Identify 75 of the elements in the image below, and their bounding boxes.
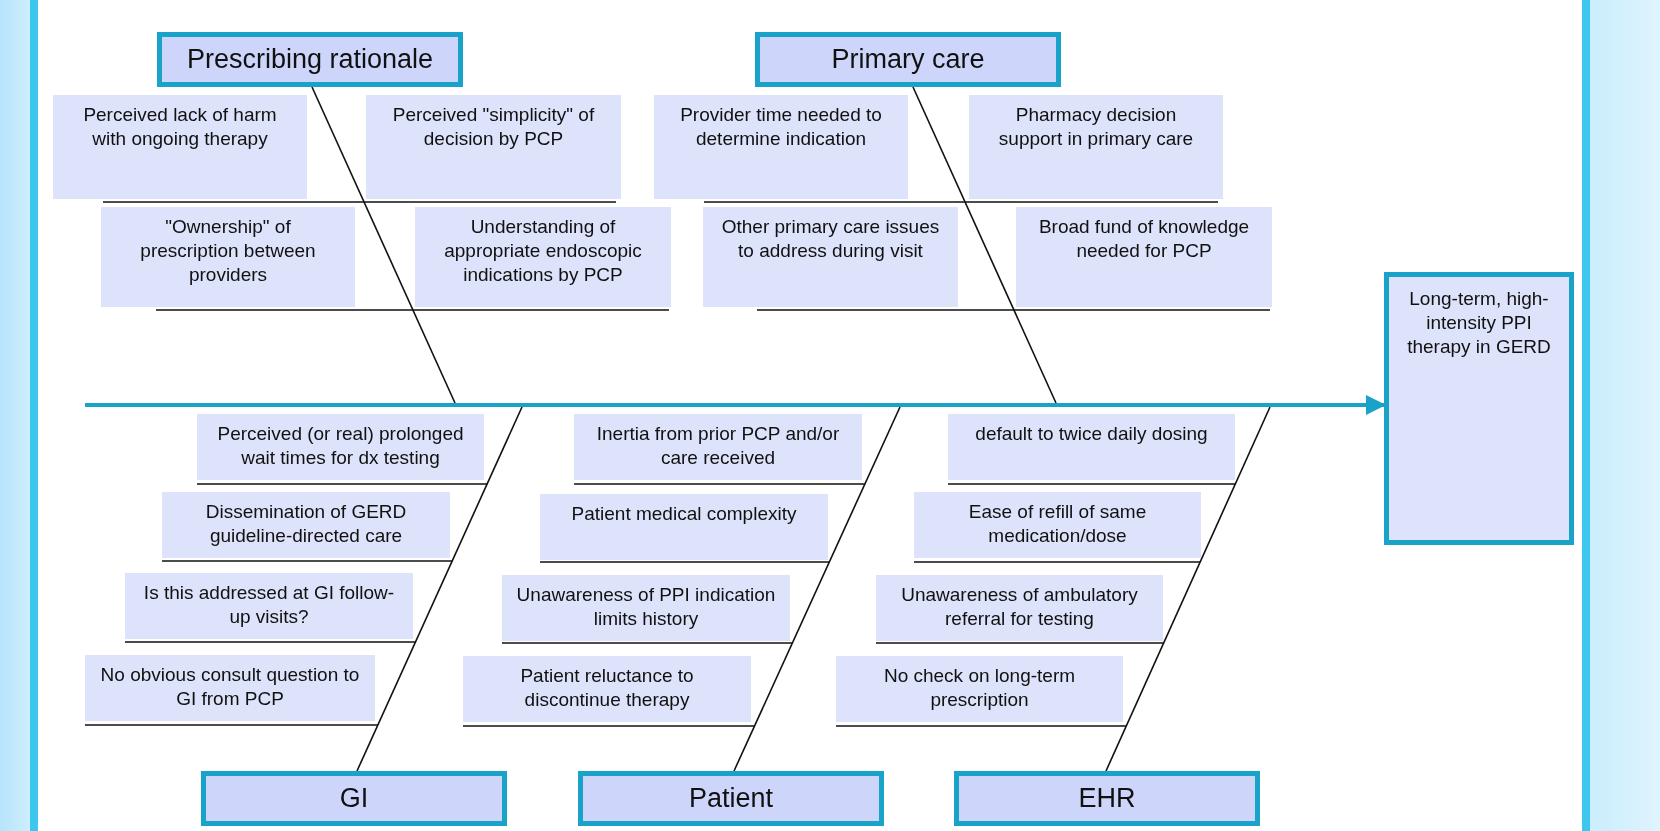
cause-text: Perceived (or real) prolonged wait times for dx testing bbox=[216, 422, 465, 470]
cause-box bbox=[415, 207, 671, 307]
rib-line bbox=[102, 201, 617, 203]
category-box bbox=[201, 771, 507, 826]
bone-line bbox=[311, 86, 456, 404]
category-box bbox=[157, 32, 463, 87]
cause-box bbox=[654, 95, 908, 199]
cause-box bbox=[540, 494, 828, 560]
cause-box bbox=[876, 575, 1163, 641]
cause-text: Perceived "simplicity" of decision by PCP bbox=[391, 103, 596, 151]
spine-bar bbox=[85, 403, 1335, 407]
cause-text: Patient medical complexity bbox=[571, 502, 797, 526]
cause-box bbox=[836, 656, 1123, 722]
cause-text: Dissemination of GERD guideline-directed care bbox=[204, 500, 408, 548]
cause-text: Is this addressed at GI follow-up visits? bbox=[142, 581, 396, 629]
cause-text: Ease of refill of same medication/dose bbox=[967, 500, 1148, 548]
bone-line bbox=[356, 406, 523, 772]
cause-box bbox=[162, 492, 450, 558]
cause-box bbox=[85, 655, 375, 721]
cause-box bbox=[1016, 207, 1272, 307]
rib-line bbox=[573, 483, 866, 485]
cause-box bbox=[703, 207, 958, 307]
category-label: GI bbox=[339, 781, 369, 815]
cause-text: Pharmacy decision support in primary care bbox=[997, 103, 1195, 151]
category-label: EHR bbox=[1078, 781, 1136, 815]
cause-text: No check on long-term prescription bbox=[882, 664, 1077, 712]
rib-line bbox=[835, 725, 1128, 727]
category-box bbox=[755, 32, 1061, 87]
cause-text: Perceived lack of harm with ongoing therapy bbox=[82, 103, 278, 151]
cause-text: Other primary care issues to address during visit bbox=[721, 215, 940, 263]
cause-box bbox=[574, 414, 862, 480]
bone-line bbox=[912, 86, 1057, 404]
effect-text: Long-term, high-intensity PPI therapy in GERD bbox=[1406, 287, 1552, 359]
cause-text: Understanding of appropriate endoscopic indications by PCP bbox=[443, 215, 643, 287]
rib-line bbox=[84, 724, 379, 726]
category-box bbox=[578, 771, 884, 826]
rib-line bbox=[196, 483, 488, 485]
cause-text: default to twice daily dosing bbox=[975, 422, 1208, 446]
rib-line bbox=[539, 561, 831, 563]
arrow bbox=[1335, 395, 1386, 415]
cause-text: Patient reluctance to discontinue therapy bbox=[519, 664, 695, 712]
cause-box bbox=[197, 414, 484, 480]
category-label: Primary care bbox=[831, 42, 985, 76]
cause-box bbox=[502, 575, 790, 641]
rib-line bbox=[875, 642, 1165, 644]
cause-text: Inertia from prior PCP and/or care received bbox=[595, 422, 841, 470]
rib-line bbox=[462, 725, 756, 727]
bone-line bbox=[1105, 406, 1271, 772]
cause-box bbox=[101, 207, 355, 307]
cause-box bbox=[463, 656, 751, 722]
cause-box bbox=[366, 95, 621, 199]
cause-box bbox=[125, 573, 413, 639]
rib-line bbox=[947, 483, 1237, 485]
cause-text: Unawareness of ambulatory referral for testing bbox=[900, 583, 1139, 631]
rib-line bbox=[161, 560, 453, 562]
cause-text: Unawareness of PPI indication limits history bbox=[515, 583, 777, 631]
cause-text: Broad fund of knowledge needed for PCP bbox=[1037, 215, 1251, 263]
bone-line bbox=[733, 406, 901, 772]
rib-line bbox=[501, 642, 794, 644]
category-box bbox=[954, 771, 1260, 826]
rib-line bbox=[756, 309, 1271, 311]
cause-text: "Ownership" of prescription between providers bbox=[139, 215, 317, 287]
rib-line bbox=[913, 561, 1201, 563]
rib-line bbox=[703, 201, 1219, 203]
cause-box bbox=[53, 95, 307, 199]
cause-box bbox=[914, 492, 1201, 558]
category-label: Patient bbox=[688, 781, 774, 815]
rib-line bbox=[155, 309, 670, 311]
cause-box bbox=[969, 95, 1223, 199]
cause-text: Provider time needed to determine indication bbox=[679, 103, 883, 151]
cause-box bbox=[948, 414, 1235, 480]
rib-line bbox=[124, 641, 417, 643]
cause-text: No obvious consult question to GI from PCP bbox=[99, 663, 361, 711]
category-label: Prescribing rationale bbox=[186, 42, 434, 76]
effect-box bbox=[1384, 272, 1574, 545]
